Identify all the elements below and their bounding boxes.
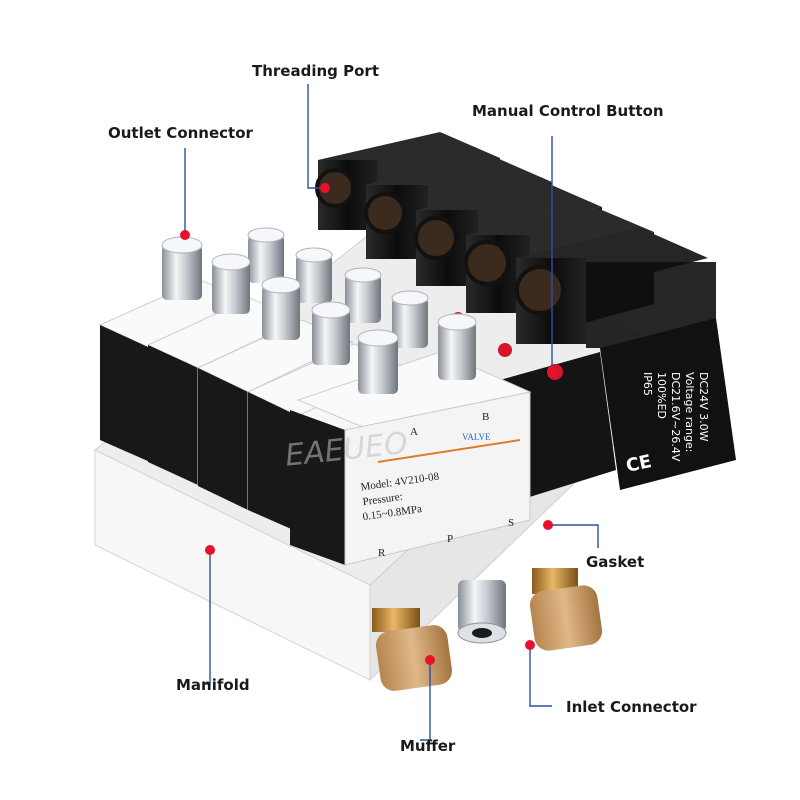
port-a-label: A <box>410 426 418 438</box>
port-b-label: B <box>482 411 489 423</box>
fitting <box>311 301 351 365</box>
fitting <box>391 290 429 348</box>
leader-lines <box>184 84 599 741</box>
callout-manifold: Manifold <box>176 676 250 694</box>
callout-muffer: Muffer <box>400 737 456 755</box>
fitting <box>357 329 399 394</box>
inlet-connector-fitting <box>457 580 507 644</box>
coil-5 <box>515 228 736 490</box>
fitting <box>247 227 285 283</box>
fitting <box>211 253 251 314</box>
callout-outlet-connector: Outlet Connector <box>108 124 253 142</box>
callout-inlet-connector: Inlet Connector <box>566 698 697 716</box>
fitting <box>437 313 477 380</box>
solenoid-coils <box>315 132 736 490</box>
muffler-left <box>372 608 453 691</box>
callout-gasket: Gasket <box>586 553 645 571</box>
port-s-label: S <box>508 517 514 529</box>
coil-spec-1: DC24V 3.0W <box>697 372 710 442</box>
fitting <box>161 236 203 300</box>
coil-spec-3: DC21.6V~26.4V <box>669 372 682 462</box>
fitting <box>344 267 382 323</box>
brand-label: VALVE <box>462 432 491 442</box>
callout-manual-control-button: Manual Control Button <box>472 102 664 120</box>
ce-mark: CE <box>624 451 653 477</box>
muffler-right <box>529 568 603 651</box>
coil-spec-4: 100%ED <box>655 372 668 419</box>
markers <box>180 183 557 665</box>
fitting <box>295 247 333 303</box>
manual-button-2 <box>498 343 512 357</box>
callout-threading-port: Threading Port <box>252 62 379 80</box>
port-p-label: P <box>447 533 453 545</box>
fitting <box>261 276 301 340</box>
coil-spec-5: IP65 <box>641 372 654 396</box>
coil-spec-2: Voltage range: <box>683 372 696 452</box>
coil-label: DC24V 3.0W Voltage range: DC21.6V~26.4V … <box>641 372 710 462</box>
outlet-fittings <box>161 227 477 394</box>
port-r-label: R <box>378 547 386 559</box>
valve-bodies <box>98 279 532 566</box>
pressure-label: Pressure: <box>362 491 404 508</box>
